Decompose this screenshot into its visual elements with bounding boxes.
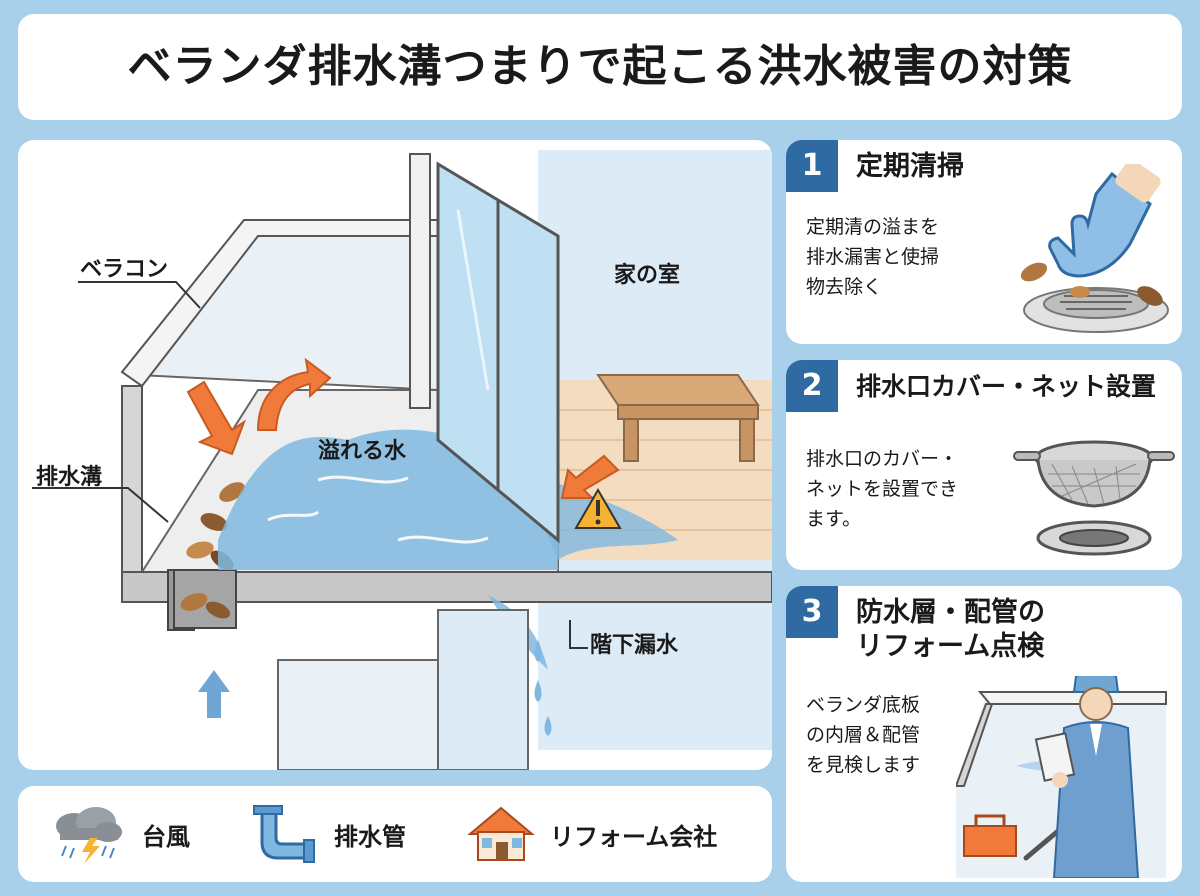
- step-desc-1: 定期清の溢まを 排水漏害と使掃 物去除く: [806, 216, 940, 298]
- drain-net-icon: [1013, 440, 1175, 556]
- water-ripples: [267, 475, 489, 544]
- label-leak: 階下漏水: [590, 632, 679, 658]
- label-overflow: 溢れる水: [318, 438, 407, 464]
- downspout: [409, 153, 431, 409]
- inspector-illustration: [956, 676, 1167, 878]
- curved-arrow-icon: [256, 357, 332, 431]
- step-number-2: 2: [786, 360, 838, 412]
- bench: [596, 374, 760, 462]
- label-drain: 排水溝: [36, 464, 102, 490]
- legend-card: 台風 排水管 リフォーム会社: [18, 786, 772, 882]
- step-title-2: 排水口カバー・ネット設置: [856, 372, 1157, 401]
- legend-label-reform-company: リフォーム会社: [550, 822, 718, 851]
- storm-cloud-icon: [56, 807, 122, 864]
- up-arrow-icon: [198, 670, 230, 718]
- legend-item-drain-pipe: 排水管: [250, 804, 406, 864]
- house-icon: [467, 806, 535, 861]
- down-arrow-icon: [186, 380, 247, 456]
- balcony-illustration: ベラコン 排水溝 溢れる水 家の室 階下漏水: [32, 150, 772, 770]
- label-room: 家の室: [614, 262, 680, 288]
- diagram-card: ベラコン 排水溝 溢れる水 家の室 階下漏水: [18, 140, 772, 770]
- legend-item-typhoon: 台風: [48, 804, 190, 864]
- balcony-left-wall: [121, 385, 143, 573]
- spill-arrow-icon: [560, 454, 620, 499]
- label-balcony: ベラコン: [80, 257, 168, 282]
- label-leaders: [32, 281, 588, 649]
- warning-icon: [574, 488, 622, 529]
- lower-floor-window: [437, 609, 529, 770]
- step-card-1: 1 定期清掃 定期清の溢まを 排水漏害と使掃 物去除く: [786, 140, 1182, 344]
- toolbox-icon: [963, 814, 1017, 857]
- step-desc-3: ベランダ底板 の内層＆配管 を見検します: [806, 694, 921, 776]
- legend-item-reform-company: リフォーム会社: [466, 804, 717, 864]
- cleaning-glove-icon: [1020, 164, 1169, 333]
- title-card: ベランダ排水溝つまりで起こる洪水被害の対策: [18, 14, 1182, 120]
- step-desc-2: 排水口のカバー・ ネットを設置でき ます。: [806, 448, 959, 530]
- drain-pipe-icon: [253, 805, 315, 863]
- flow-arrows: [186, 357, 620, 499]
- worker-icon: [1034, 676, 1140, 878]
- floor-slab: [121, 571, 772, 603]
- legend-label-drain-pipe: 排水管: [334, 822, 406, 851]
- step-number-1: 1: [786, 140, 838, 192]
- page-title: ベランダ排水溝つまりで起こる洪水被害の対策: [127, 41, 1073, 92]
- legend-label-typhoon: 台風: [142, 822, 190, 851]
- water-drops: [505, 616, 552, 736]
- step-title-3: 防水層・配管の リフォーム点検: [856, 597, 1045, 662]
- step-number-3: 3: [786, 586, 838, 638]
- step-title-1: 定期清掃: [856, 151, 964, 182]
- step-card-3: 3 防水層・配管の リフォーム点検 ベランダ底板 の内層＆配管 を見検します: [786, 586, 1182, 882]
- step-card-2: 2 排水口カバー・ネット設置 排水口のカバー・ ネットを設置でき ます。: [786, 360, 1182, 570]
